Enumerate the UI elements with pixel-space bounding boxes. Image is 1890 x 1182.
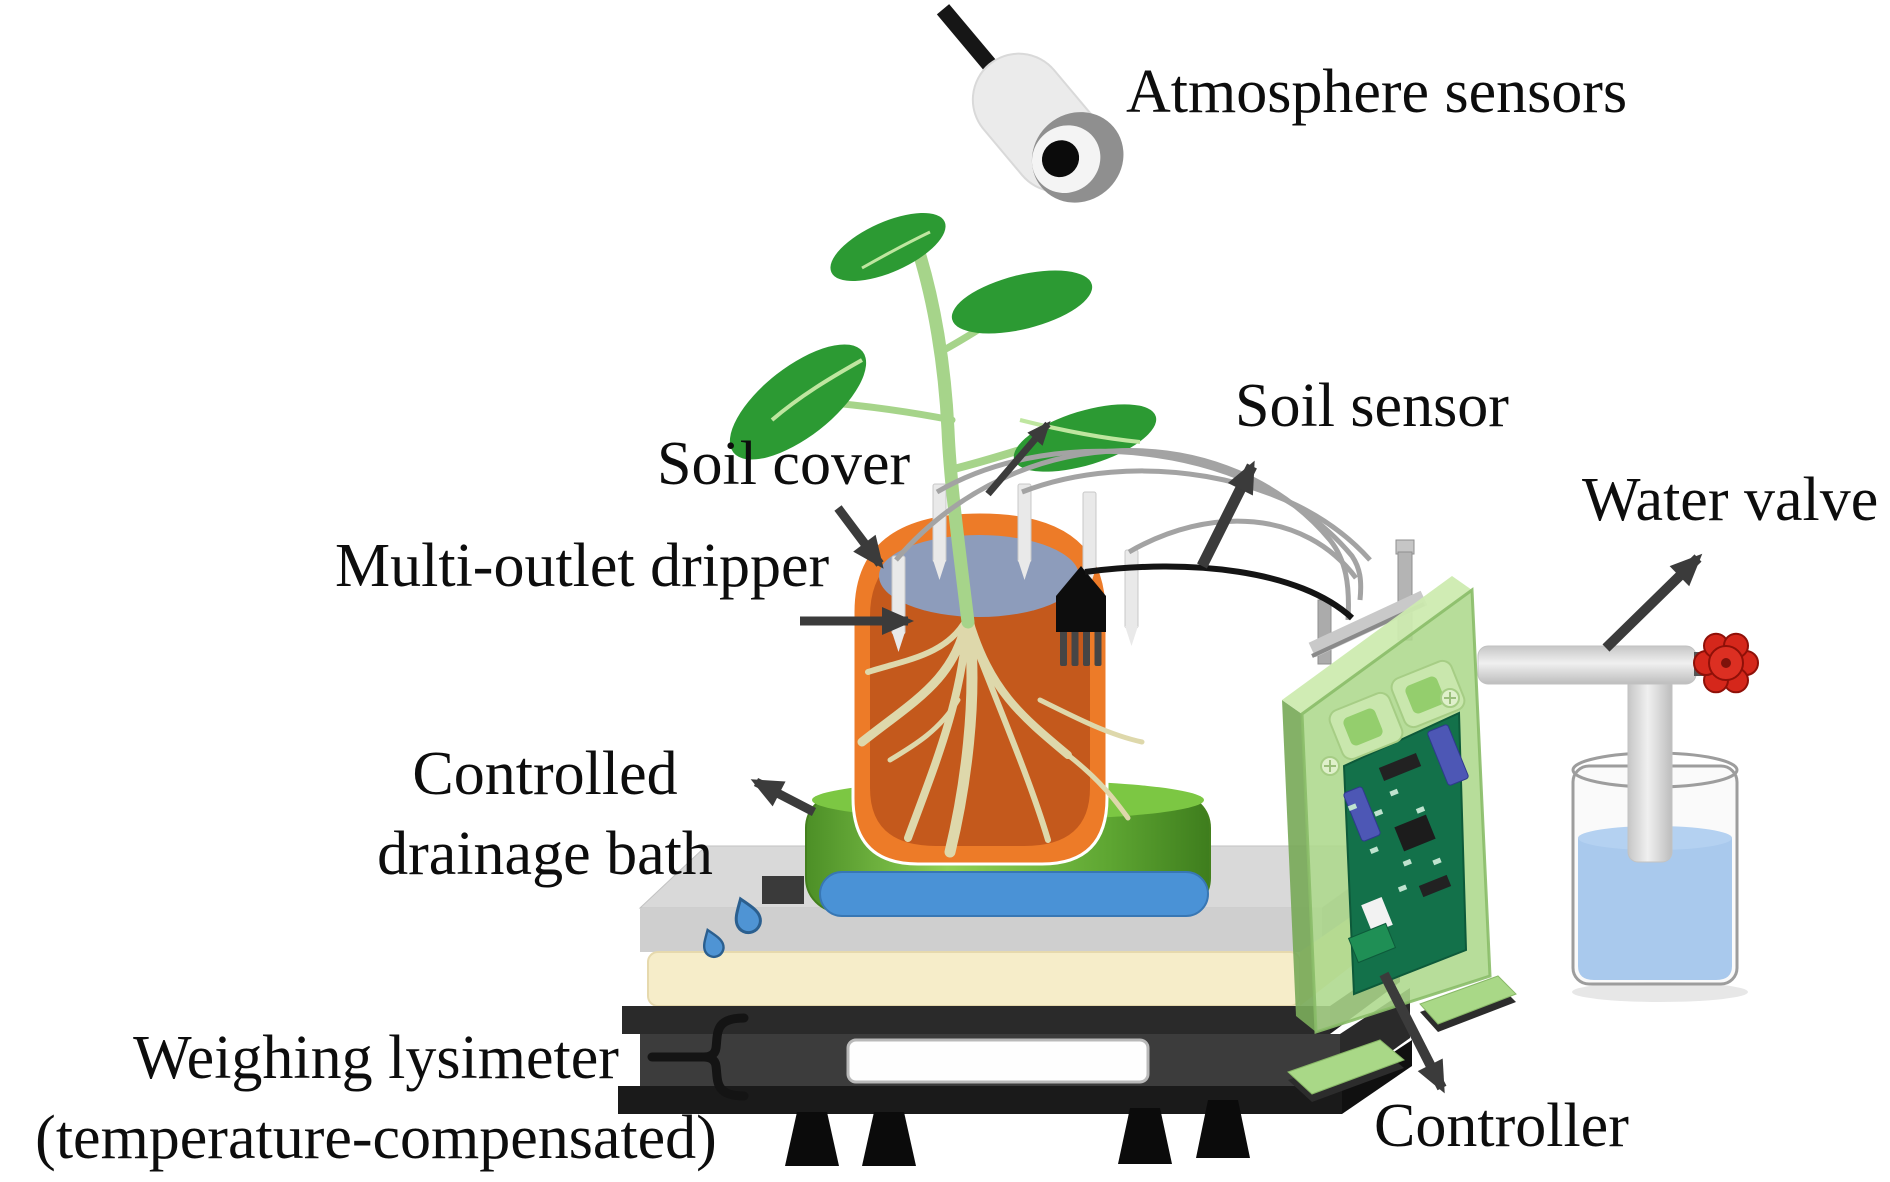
label-drainage-bath: drainage bath (377, 820, 713, 888)
label-multi-outlet-dripper: Multi-outlet dripper (335, 532, 830, 600)
brace-icon (647, 1013, 749, 1101)
water-valve-icon (1693, 632, 1759, 694)
label-controller: Controller (1374, 1092, 1629, 1160)
plant-arrow (985, 420, 1051, 497)
annotation-arrows (750, 420, 1703, 1094)
label-lysimeter-line2: (temperature-compensated) (35, 1104, 717, 1172)
water-beaker-icon (1571, 751, 1748, 1002)
pot-icon (851, 510, 1109, 866)
soil-sensor-cable (1084, 563, 1355, 621)
label-atmosphere-sensors: Atmosphere sensors (1126, 58, 1628, 126)
label-soil-sensor: Soil sensor (1235, 372, 1509, 440)
plant-icon (729, 212, 1157, 629)
label-controlled: Controlled (412, 740, 678, 808)
soil-sensor-icon (1056, 566, 1106, 666)
bath-water (819, 871, 1209, 917)
pipe-icon (1477, 645, 1697, 863)
water-valve-arrow (1602, 553, 1703, 652)
controller-board-icon (1282, 576, 1517, 1102)
soil-cover-arrow (834, 505, 884, 569)
label-controlled-drainage-bath: Controlled drainage bath (320, 734, 770, 894)
label-lysimeter-line1: Weighing lysimeter (133, 1024, 619, 1092)
scale-display-window (846, 1038, 1150, 1084)
plant-roots (857, 613, 1145, 858)
label-water-valve: Water valve (1582, 466, 1879, 534)
label-soil-cover: Soil cover (657, 430, 911, 498)
drainage-bath-arrow (750, 778, 817, 816)
atmosphere-sensor-icon (936, 4, 1124, 203)
label-weighing-lysimeter: Weighing lysimeter (temperature-compensa… (0, 1018, 752, 1178)
water-drops-icon (702, 896, 762, 959)
controller-arrow (1379, 971, 1447, 1094)
soil-sensor-arrow (1197, 460, 1257, 569)
